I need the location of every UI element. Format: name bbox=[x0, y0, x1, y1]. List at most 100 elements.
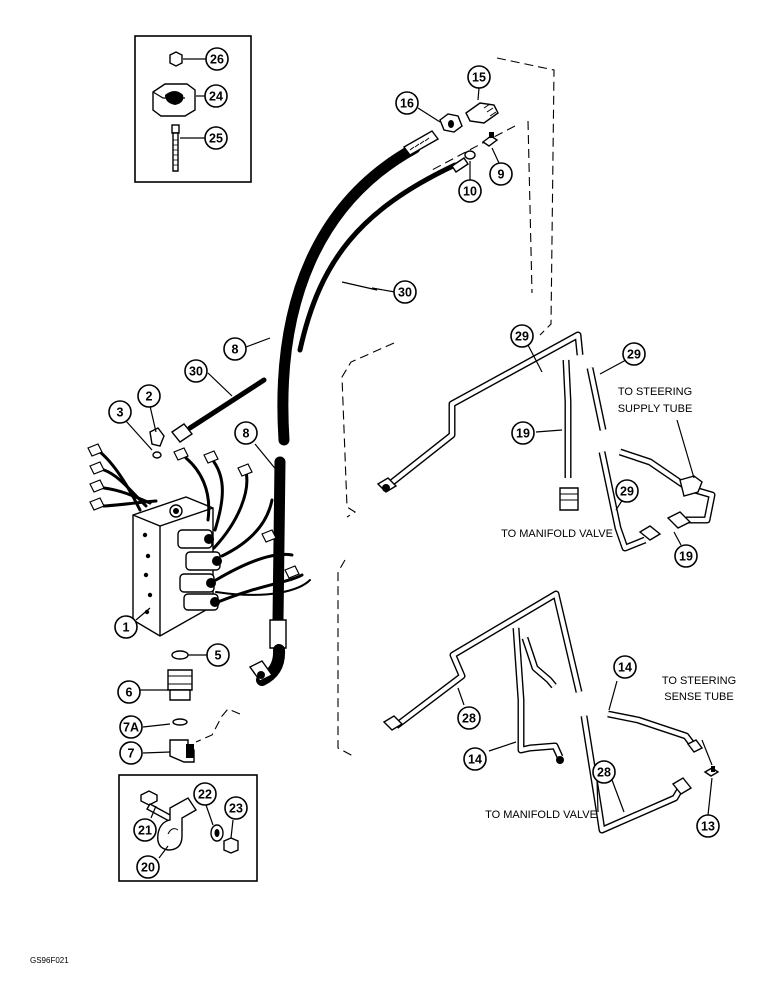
callout-29-right: 29 bbox=[622, 342, 646, 366]
callout-21-label: 21 bbox=[138, 824, 152, 838]
tube-14 bbox=[512, 627, 564, 764]
callout-6: 6 bbox=[117, 680, 141, 704]
callout-23-label: 23 bbox=[229, 802, 243, 816]
callout-14-right-label: 14 bbox=[618, 661, 632, 675]
callout-28-lower: 28 bbox=[592, 760, 616, 784]
nut-16 bbox=[439, 113, 463, 133]
hose-30-upper bbox=[297, 157, 469, 353]
tube-14-sense bbox=[607, 710, 720, 777]
callout-15-label: 15 bbox=[472, 71, 486, 85]
callout-19-left-label: 19 bbox=[516, 427, 530, 441]
steering-supply-note-line1: TO STEERING bbox=[618, 386, 692, 398]
bolt-25 bbox=[171, 124, 180, 172]
callout-13: 13 bbox=[696, 814, 720, 838]
callout-7a: 7A bbox=[119, 715, 143, 739]
fitting-9 bbox=[481, 132, 499, 147]
callout-22: 22 bbox=[193, 782, 217, 806]
callout-26-label: 26 bbox=[210, 53, 224, 67]
callout-3: 3 bbox=[108, 400, 132, 424]
callout-8-upper: 8 bbox=[223, 337, 247, 361]
callout-8-upper-label: 8 bbox=[232, 343, 239, 357]
callout-6-label: 6 bbox=[126, 686, 133, 700]
callout-16: 16 bbox=[395, 91, 419, 115]
callout-14-right: 14 bbox=[613, 655, 637, 679]
callout-10: 10 bbox=[458, 179, 482, 203]
clamp-block-24 bbox=[152, 83, 196, 117]
steering-sense-note-line1: TO STEERING bbox=[662, 675, 736, 687]
valve-block-1 bbox=[132, 496, 222, 637]
callout-15: 15 bbox=[467, 65, 491, 89]
callout-19-left: 19 bbox=[511, 421, 535, 445]
callout-2: 2 bbox=[137, 384, 161, 408]
callout-28-upper: 28 bbox=[457, 706, 481, 730]
callout-7-label: 7 bbox=[128, 747, 135, 761]
callout-8-lower-label: 8 bbox=[243, 427, 250, 441]
manifold-valve-note-upper: TO MANIFOLD VALVE bbox=[501, 528, 613, 540]
callout-30-short-label: 30 bbox=[189, 365, 203, 379]
callout-1: 1 bbox=[114, 615, 138, 639]
callout-14-left-label: 14 bbox=[468, 753, 482, 767]
callout-28-lower-label: 28 bbox=[597, 766, 611, 780]
nut-23 bbox=[223, 837, 239, 854]
callout-24-label: 24 bbox=[209, 90, 223, 104]
callout-25: 25 bbox=[204, 126, 228, 150]
tube-29-segments bbox=[586, 367, 716, 552]
callout-29-top-label: 29 bbox=[515, 330, 529, 344]
callout-23: 23 bbox=[224, 796, 248, 820]
clip-20 bbox=[157, 797, 197, 851]
callout-30-upper-label: 30 bbox=[398, 286, 412, 300]
callout-30-short: 30 bbox=[184, 359, 208, 383]
callout-2-label: 2 bbox=[146, 390, 153, 404]
washer-10 bbox=[464, 150, 476, 160]
callout-5-label: 5 bbox=[215, 649, 222, 663]
o-ring-7a bbox=[172, 718, 188, 726]
callout-1-label: 1 bbox=[123, 621, 130, 635]
adapter-6 bbox=[167, 669, 193, 701]
callout-25-label: 25 bbox=[209, 132, 223, 146]
callout-19-right: 19 bbox=[674, 544, 698, 568]
callout-7a-label: 7A bbox=[123, 721, 139, 735]
fitting-15 bbox=[465, 102, 499, 124]
wire-terminals bbox=[87, 443, 300, 579]
callout-19-right-label: 19 bbox=[679, 550, 693, 564]
callout-5: 5 bbox=[206, 643, 230, 667]
tube-28-main bbox=[382, 590, 583, 731]
tube-28-lower bbox=[580, 715, 693, 834]
callout-29-top: 29 bbox=[510, 324, 534, 348]
callout-14-left: 14 bbox=[463, 747, 487, 771]
steering-sense-note-line2: SENSE TUBE bbox=[664, 691, 734, 703]
callout-3-label: 3 bbox=[117, 406, 124, 420]
callout-20: 20 bbox=[136, 855, 160, 879]
callout-29-right-label: 29 bbox=[627, 348, 641, 362]
steering-supply-note-line2: SUPPLY TUBE bbox=[618, 403, 693, 415]
inset-clamp-hardware bbox=[134, 35, 252, 183]
hose-8-lower bbox=[248, 456, 287, 686]
callout-22-label: 22 bbox=[198, 788, 212, 802]
callout-29-low-label: 29 bbox=[620, 485, 634, 499]
hose-30-short bbox=[170, 377, 267, 443]
hose-8-upper bbox=[277, 130, 440, 446]
inset-clip-hardware bbox=[118, 774, 258, 882]
callout-29-low: 29 bbox=[615, 479, 639, 503]
elbow-7 bbox=[169, 739, 195, 763]
o-ring-5 bbox=[171, 650, 189, 660]
callout-13-label: 13 bbox=[701, 820, 715, 834]
callout-20-label: 20 bbox=[141, 861, 155, 875]
callout-8-lower: 8 bbox=[234, 421, 258, 445]
callout-24: 24 bbox=[204, 84, 228, 108]
figure-code: GS96F021 bbox=[30, 956, 69, 965]
callout-9-label: 9 bbox=[498, 168, 505, 182]
callout-28-upper-label: 28 bbox=[462, 712, 476, 726]
dashed-boundary bbox=[195, 57, 555, 757]
callout-7: 7 bbox=[119, 741, 143, 765]
callout-30-upper: 30 bbox=[393, 280, 417, 304]
o-ring-3 bbox=[152, 451, 162, 459]
callout-26: 26 bbox=[205, 47, 229, 71]
callout-10-label: 10 bbox=[463, 185, 477, 199]
tube-19 bbox=[559, 359, 579, 511]
elbow-2 bbox=[149, 427, 165, 447]
bolt-21 bbox=[140, 790, 173, 822]
callout-16-label: 16 bbox=[400, 97, 414, 111]
tube-29-supply bbox=[376, 331, 584, 493]
